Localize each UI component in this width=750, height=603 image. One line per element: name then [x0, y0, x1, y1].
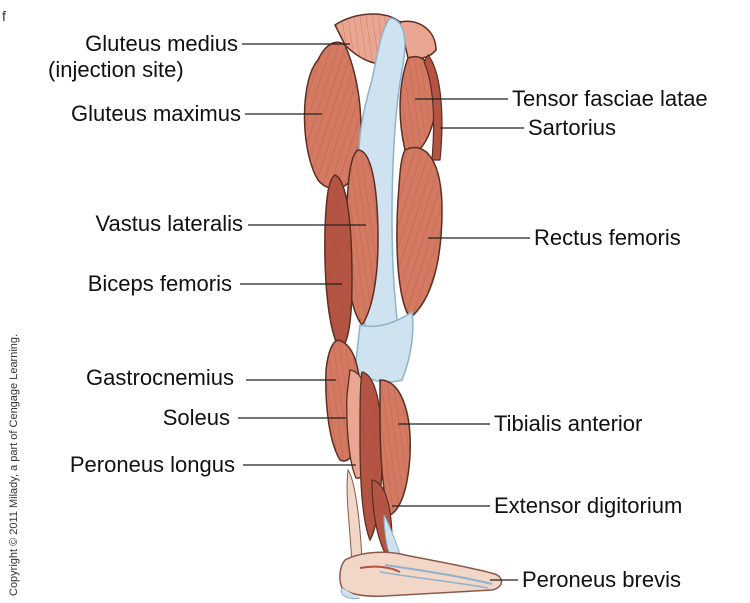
label-gluteus-medius: Gluteus medius	[18, 32, 238, 56]
label-rectus-femoris: Rectus femoris	[534, 226, 681, 250]
label-gluteus-maximus: Gluteus maximus	[10, 102, 241, 126]
label-tensor-fasciae-latae: Tensor fasciae latae	[512, 87, 708, 111]
label-tibialis-anterior: Tibialis anterior	[494, 412, 642, 436]
label-sartorius: Sartorius	[528, 116, 616, 140]
leg-illustration	[305, 14, 502, 598]
label-soleus: Soleus	[20, 406, 230, 430]
label-peroneus-longus: Peroneus longus	[20, 453, 235, 477]
label-peroneus-brevis: Peroneus brevis	[522, 568, 681, 592]
foot-shape	[340, 552, 502, 596]
label-gastrocnemius: Gastrocnemius	[20, 366, 234, 390]
corner-fragment-text: f	[2, 8, 6, 24]
label-extensor-digitorium: Extensor digitorium	[494, 494, 682, 518]
label-vastus-lateralis: Vastus lateralis	[20, 212, 243, 236]
label-gluteus-medius-note: (injection site)	[48, 58, 184, 82]
label-biceps-femoris: Biceps femoris	[20, 272, 232, 296]
copyright-notice: Copyright © 2011 Milady, a part of Cenga…	[8, 334, 20, 596]
